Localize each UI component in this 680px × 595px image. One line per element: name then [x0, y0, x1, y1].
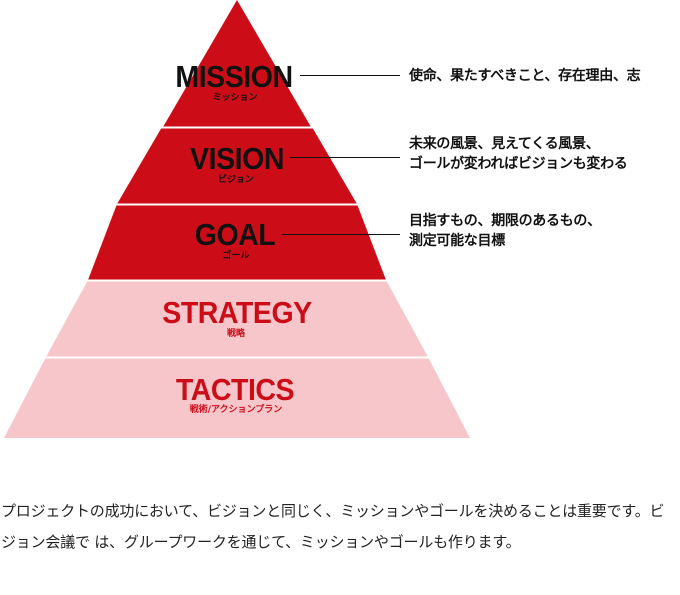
pyramid-level-goal	[88, 204, 386, 280]
level-subtitle: 戦略	[226, 329, 246, 339]
note-goal: 目指すもの、期限のあるもの、 測定可能な目標	[409, 211, 601, 251]
level-subtitle: ミッション	[212, 93, 258, 103]
pyramid-level-vision	[117, 127, 357, 204]
level-subtitle: ゴール	[222, 251, 250, 261]
connector-line-vision	[290, 157, 400, 158]
pyramid-level-tactics	[4, 357, 470, 438]
level-title: STRATEGY	[162, 295, 312, 330]
level-title: TACTICS	[175, 372, 295, 407]
note-line: ゴールが変わればビジョンも変わる	[409, 156, 628, 172]
note-mission: 使命、果たすべきこと、存在理由、志	[409, 66, 641, 86]
level-title: VISION	[190, 141, 284, 176]
level-title: MISSION	[175, 59, 293, 94]
connector-line-goal	[282, 234, 400, 235]
pyramid-diagram	[4, 0, 470, 438]
note-line: 使命、果たすべきこと、存在理由、志	[409, 68, 641, 84]
level-title: GOAL	[194, 217, 276, 252]
connector-line-mission	[300, 75, 400, 76]
note-line: 測定可能な目標	[409, 233, 505, 249]
note-line: 目指すもの、期限のあるもの、	[409, 213, 601, 229]
pyramid-level-mission	[163, 0, 311, 127]
caption-text: プロジェクトの成功において、ビジョンと同じく、ミッションやゴールを決めることは重…	[1, 502, 665, 551]
note-line: 未来の風景、見えてくる風景、	[409, 136, 600, 152]
level-subtitle: 戦術/アクションプラン	[189, 405, 283, 415]
pyramid-level-strategy	[46, 280, 428, 357]
level-subtitle: ビジョン	[217, 175, 255, 185]
note-vision: 未来の風景、見えてくる風景、 ゴールが変わればビジョンも変わる	[409, 134, 628, 174]
